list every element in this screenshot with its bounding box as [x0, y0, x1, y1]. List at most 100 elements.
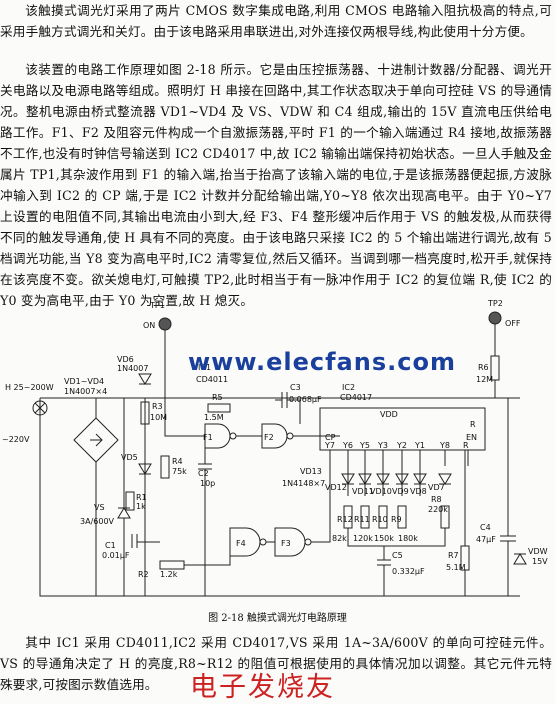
r1-value: 1k [136, 502, 146, 511]
vd7-label: VD7 [428, 483, 445, 492]
c4-label: C4 [480, 523, 491, 532]
c1-label: C1 [105, 541, 116, 550]
resistor-icon [360, 505, 370, 529]
cp-label: CP [325, 433, 336, 442]
resistor-icon [160, 455, 170, 479]
vd11-label: VD11 [352, 487, 374, 496]
r8-value: 220k [428, 505, 448, 514]
ac-label: ~220V [2, 435, 30, 444]
resistor-icon [207, 403, 231, 413]
r5-value: 1.5M [204, 413, 224, 422]
r3-value: 10M [150, 413, 167, 422]
r10-label: R10 [372, 515, 388, 524]
circuit-schematic: TP1 ON TP2 OFF H 25~200W ~220V VD1~VD4 1… [2, 299, 548, 597]
c4-value: 47μF [476, 535, 496, 544]
pin-y2: Y2 [396, 441, 407, 450]
resistor-icon [159, 560, 185, 570]
resistor-icon [140, 401, 150, 425]
paragraph-intro: 该触摸式调光灯采用了两片 CMOS 数字集成电路,利用 CMOS 电路输入阻抗极… [0, 3, 552, 39]
bridge-label: VD1~VD4 [64, 377, 104, 386]
r12-label: R12 [337, 515, 353, 524]
pin-y1: Y1 [414, 441, 425, 450]
ic2-part-label: CD4017 [340, 393, 372, 402]
r2-value: 1.2k [160, 570, 178, 579]
paragraph-principle: 该装置的电路工作原理如图 2-18 所示。它是由压控振荡器、十进制计数器/分配器… [0, 62, 552, 308]
vd13-label: VD13 [300, 467, 322, 476]
diode-icon [138, 373, 152, 385]
f2-label: F2 [264, 433, 274, 442]
r10-value: 150k [374, 534, 394, 543]
touch-pad-icon [488, 311, 502, 325]
r6-value: 12M [476, 375, 493, 384]
c5-value: 0.332μF [392, 567, 425, 576]
vd10-label: VD10 [370, 487, 392, 496]
diode-icon [138, 463, 152, 475]
pin-y8: Y8 [439, 441, 450, 450]
pin-y5: Y5 [359, 441, 370, 450]
capacitor-icon [131, 534, 160, 548]
c2-value: 10p [200, 479, 215, 488]
r7-value: 5.1M [446, 563, 466, 572]
vdw-value: 15V [532, 557, 548, 566]
r2-label: R2 [138, 570, 149, 579]
f4-label: F4 [236, 539, 246, 548]
r9-value: 180k [398, 534, 418, 543]
r-pin-label: R [470, 420, 476, 429]
f1-label: F1 [203, 433, 213, 442]
vd5-label: VD5 [121, 453, 138, 462]
vs-rating-label: 3A/600V [80, 517, 115, 526]
pin-y7: Y7 [324, 441, 335, 450]
r7-label: R7 [448, 551, 459, 560]
vd12-label: VD12 [325, 483, 347, 492]
pin-y3: Y3 [377, 441, 388, 450]
r12-value: 82k [332, 534, 347, 543]
zener-diode-icon [513, 553, 527, 565]
capacitor-icon [275, 392, 301, 424]
r4-value: 75k [172, 467, 187, 476]
c5-label: C5 [392, 551, 403, 560]
r4-label: R4 [172, 457, 183, 466]
overlay-watermark: www.elecfans.com [188, 348, 456, 376]
pin-r: R [463, 441, 469, 450]
r5-label: R5 [212, 393, 223, 402]
vd6-part-label: 1N4007 [117, 364, 148, 373]
vdw-label: VDW [528, 547, 548, 556]
r11-value: 120k [353, 534, 373, 543]
bottom-watermark: 电子发烧友 [190, 672, 335, 703]
r9-label: R9 [391, 515, 402, 524]
touch-pad-icon [158, 317, 172, 331]
lamp-icon [32, 400, 48, 416]
ic1-part-label: CD4011 [196, 375, 228, 384]
bridge-part-label: 1N4007×4 [64, 387, 107, 396]
c1-value: 0.01μF [102, 551, 130, 560]
capacitor-icon [377, 546, 391, 596]
lamp-label: H 25~200W [5, 383, 54, 392]
r3-label: R3 [152, 402, 163, 411]
off-label: OFF [505, 319, 521, 328]
ic2-label: IC2 [342, 383, 355, 392]
tp1-label: TP1 [149, 301, 165, 310]
f3-label: F3 [281, 539, 291, 548]
vdd-label: VDD [380, 410, 398, 419]
vs-label: VS [94, 503, 105, 512]
vd13-part-label: 1N4148×7 [282, 479, 325, 488]
pin-y6: Y6 [342, 441, 353, 450]
on-label: ON [143, 321, 155, 330]
en-label: EN [466, 433, 477, 442]
capacitor-icon [500, 398, 516, 596]
paragraph-components: 其中 IC1 采用 CD4011,IC2 采用 CD4017,VS 采用 1A~… [0, 635, 552, 692]
figure-caption: 图 2-18 触摸式调光灯电路原理 [208, 613, 347, 624]
ic1-label: IC1 [198, 363, 211, 372]
resistor-icon [125, 491, 135, 511]
c3-label: C3 [290, 383, 301, 392]
r8-label: R8 [431, 495, 442, 504]
resistor-icon [397, 505, 407, 529]
resistor-icon [378, 505, 388, 529]
c2-label: C2 [198, 469, 209, 478]
vd9-label: VD9 [392, 487, 409, 496]
r6-label: R6 [478, 363, 489, 372]
r11-label: R11 [354, 515, 370, 524]
vd6-label: VD6 [117, 355, 134, 364]
c3-value: 0.068μF [289, 395, 322, 404]
vd8-label: VD8 [410, 487, 427, 496]
